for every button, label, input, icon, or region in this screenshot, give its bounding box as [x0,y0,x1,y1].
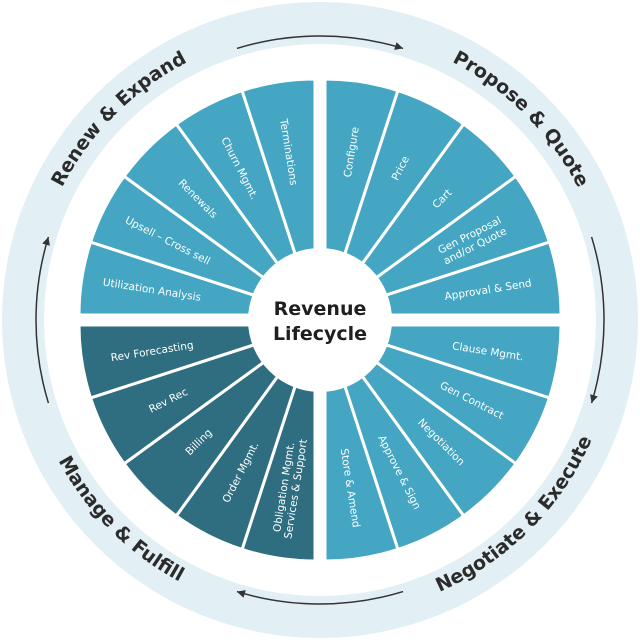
cycle-arrows [35,35,605,605]
stage-quadrant-1: Clause Mgmt.Gen ContractNegotiationAppro… [323,323,563,563]
cycle-arrow-2 [236,590,404,605]
arrowhead-icon [590,394,598,404]
stage-quadrant-2: Obligation Mgmt.Services & SupportOrder … [77,323,317,563]
arrowhead-icon [394,42,404,50]
cycle-arrow-3 [35,236,50,404]
center-hub [248,248,392,392]
arrowhead-icon [236,590,246,598]
cycle-arrow-1 [590,236,605,404]
center-title-line2: Lifecycle [273,323,367,345]
center-title-line1: Revenue [274,298,367,320]
arrowhead-icon [42,236,50,246]
cycle-arrow-0 [236,35,404,50]
